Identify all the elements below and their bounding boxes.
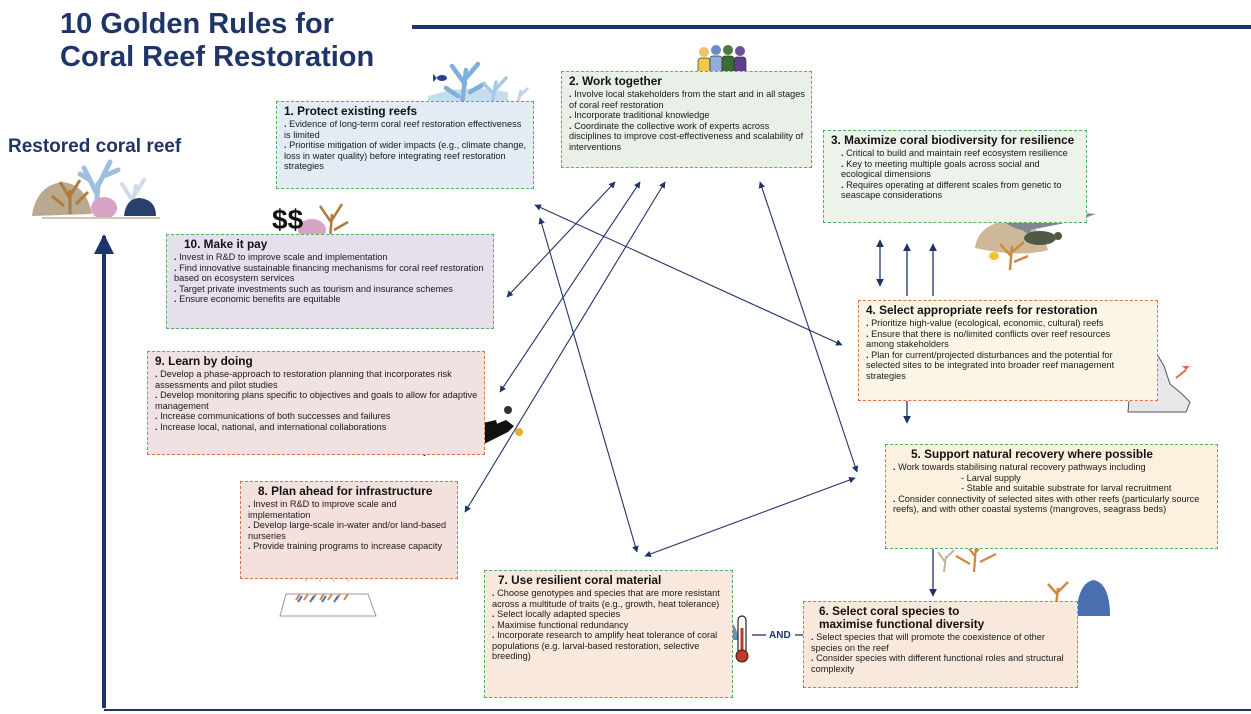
arrow-7-5 [644, 476, 856, 558]
rule-6-item: Select species that will promote the coe… [811, 632, 1071, 653]
rule-5-subitem: Stable and suitable substrate for larval… [893, 483, 1211, 494]
rule-4-item: Plan for current/projected disturbances … [866, 350, 1121, 382]
rule-10-item: Find innovative sustainable financing me… [174, 263, 487, 284]
arrow-2-10 [506, 181, 616, 298]
rule-9-box: 9. Learn by doing Develop a phase-approa… [147, 351, 485, 455]
rule-9-heading: 9. Learn by doing [155, 354, 253, 368]
title-rule [412, 25, 1251, 29]
rule-1-box: 1. Protect existing reefs Evidence of lo… [276, 101, 534, 189]
rule-1-item: Prioritise mitigation of wider impacts (… [284, 140, 527, 172]
money-symbol: $$ [272, 204, 304, 235]
rule-5-heading: 5. Support natural recovery where possib… [911, 447, 1153, 461]
rule-10-item: Invest in R&D to improve scale and imple… [174, 252, 487, 263]
rule-3-item: Requires operating at different scales f… [841, 180, 1080, 201]
rule-7-item: Choose genotypes and species that are mo… [492, 588, 726, 609]
arrow-1-7 [538, 217, 639, 553]
rule-8-item: Develop large-scale in-water and/or land… [248, 520, 451, 541]
rule-5-item: Consider connectivity of selected sites … [893, 494, 1211, 515]
rule-6-item: Consider species with different function… [811, 653, 1071, 674]
rule-3-item: Critical to build and maintain reef ecos… [841, 148, 1080, 159]
rule-4-item: Ensure that there is no/limited conflict… [866, 329, 1121, 350]
arrow-2-9 [499, 181, 641, 393]
rule-2-item: Incorporate traditional knowledge [569, 110, 805, 121]
rule-2-item: Involve local stakeholders from the star… [569, 89, 805, 110]
title-line-1: 10 Golden Rules for [60, 8, 334, 40]
rule-7-item: Select locally adapted species [492, 609, 726, 620]
rule-1-item: Evidence of long-term coral reef restora… [284, 119, 527, 140]
rule-5-subitem: Larval supply [893, 473, 1211, 484]
rule-9-item: Develop a phase-approach to restoration … [155, 369, 478, 390]
rule-2-box: 2. Work together Involve local stakehold… [561, 71, 812, 168]
rule-10-heading: 10. Make it pay [184, 237, 268, 251]
rule-5-item: Work towards stabilising natural recover… [893, 462, 1211, 473]
rule-8-heading: 8. Plan ahead for infrastructure [258, 484, 433, 498]
rule-7-item: Maximise functional redundancy [492, 620, 726, 631]
rule-5-box: 5. Support natural recovery where possib… [885, 444, 1218, 549]
rule-9-item: Increase local, national, and internatio… [155, 422, 478, 433]
page-title: 10 Golden Rules for Coral Reef Restorati… [60, 8, 374, 74]
rule-1-heading: 1. Protect existing reefs [284, 104, 418, 118]
rule-6-heading: 6. Select coral species to maximise func… [819, 604, 985, 631]
rule-3-item: Key to meeting multiple goals across soc… [841, 159, 1080, 180]
rule-10-item: Ensure economic benefits are equitable [174, 294, 487, 305]
rule-4-item: Prioritize high-value (ecological, econo… [866, 318, 1121, 329]
arrow-1-4 [534, 204, 843, 346]
rule-9-item: Increase communications of both successe… [155, 411, 478, 422]
timeline-baseline [104, 709, 1251, 711]
arrow-2-5 [758, 181, 859, 473]
rule-4-heading: 4. Select appropriate reefs for restorat… [866, 303, 1098, 317]
coral-icon-rule-1 [428, 61, 530, 107]
rule-10-box: 10. Make it pay Invest in R&D to improve… [166, 234, 494, 329]
rule-6-box: 6. Select coral species to maximise func… [803, 601, 1078, 688]
rule-3-box: 3. Maximize coral biodiversity for resil… [823, 130, 1087, 223]
rule-10-item: Target private investments such as touri… [174, 284, 487, 295]
rule-7-heading: 7. Use resilient coral material [498, 573, 662, 587]
rule-8-item: Invest in R&D to improve scale and imple… [248, 499, 451, 520]
rule-2-item: Coordinate the collective work of expert… [569, 121, 805, 153]
rule-9-item: Develop monitoring plans specific to obj… [155, 390, 478, 411]
arrow-2-8 [464, 181, 666, 513]
rule-7-item: Incorporate research to amplify heat tol… [492, 630, 726, 662]
restored-reef-label: Restored coral reef [8, 136, 182, 157]
and-connector: AND [767, 630, 793, 641]
rule-7-box: 7. Use resilient coral material Choose g… [484, 570, 733, 698]
title-line-2: Coral Reef Restoration [60, 41, 375, 73]
coral-reef-illustration [32, 159, 160, 219]
rule-2-heading: 2. Work together [569, 74, 662, 88]
rule-8-box: 8. Plan ahead for infrastructure Invest … [240, 481, 458, 579]
rule-3-heading: 3. Maximize coral biodiversity for resil… [831, 133, 1075, 147]
rule-8-item: Provide training programs to increase ca… [248, 541, 451, 552]
rule-4-box: 4. Select appropriate reefs for restorat… [858, 300, 1158, 401]
